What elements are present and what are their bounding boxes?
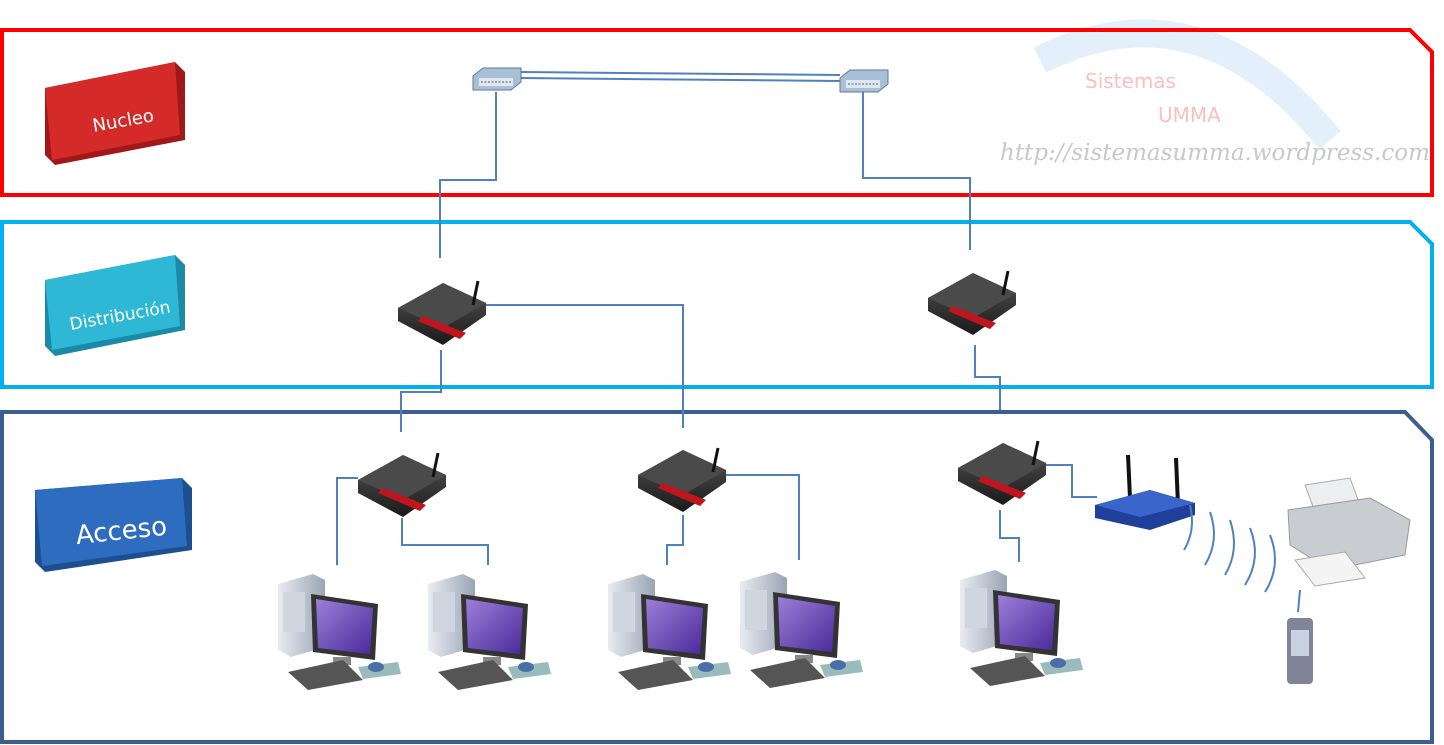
link — [1297, 589, 1301, 613]
access-router-3 — [956, 439, 1048, 507]
link — [439, 92, 497, 258]
link — [725, 474, 800, 560]
link — [485, 304, 684, 428]
link — [666, 515, 684, 565]
link — [999, 510, 1020, 562]
core-switch-2 — [839, 69, 889, 93]
label-distribucion: Distribución — [45, 255, 185, 356]
watermark: Sistemas UMMA http://sistemasumma.wordpr… — [1000, 19, 1430, 166]
printer-icon — [1287, 477, 1411, 587]
wireless-access-point-icon — [1095, 454, 1195, 530]
core-layer-frame — [0, 28, 1434, 197]
distribution-router-1 — [396, 279, 488, 347]
distribution-router-2 — [926, 269, 1018, 337]
watermark-arc — [1033, 19, 1341, 149]
links — [336, 71, 1097, 565]
link — [336, 477, 358, 565]
access-router-1 — [356, 451, 448, 519]
label-acceso: Acceso — [35, 478, 192, 572]
wireless-signal-icon — [1183, 504, 1276, 593]
computer-5 — [960, 570, 1083, 686]
computer-2 — [428, 574, 551, 690]
computer-4 — [740, 572, 863, 688]
link — [862, 92, 971, 250]
core-switch-1 — [472, 67, 522, 91]
access-layer-frame — [0, 410, 1434, 744]
core-link-a — [519, 71, 841, 76]
pda-icon — [1287, 618, 1313, 684]
link — [400, 350, 442, 432]
computer-1 — [278, 574, 401, 690]
link — [974, 345, 1001, 410]
core-link-b — [519, 77, 841, 82]
watermark-line1: Sistemas — [1085, 69, 1176, 93]
computer-3 — [608, 574, 731, 690]
link — [1045, 464, 1097, 498]
label-nucleo: Nucleo — [45, 62, 185, 165]
link — [401, 518, 489, 565]
watermark-line2: UMMA — [1158, 103, 1221, 127]
access-router-2 — [636, 446, 728, 514]
watermark-url: http://sistemasumma.wordpress.com — [1000, 140, 1430, 166]
distribution-layer-frame — [0, 220, 1434, 389]
